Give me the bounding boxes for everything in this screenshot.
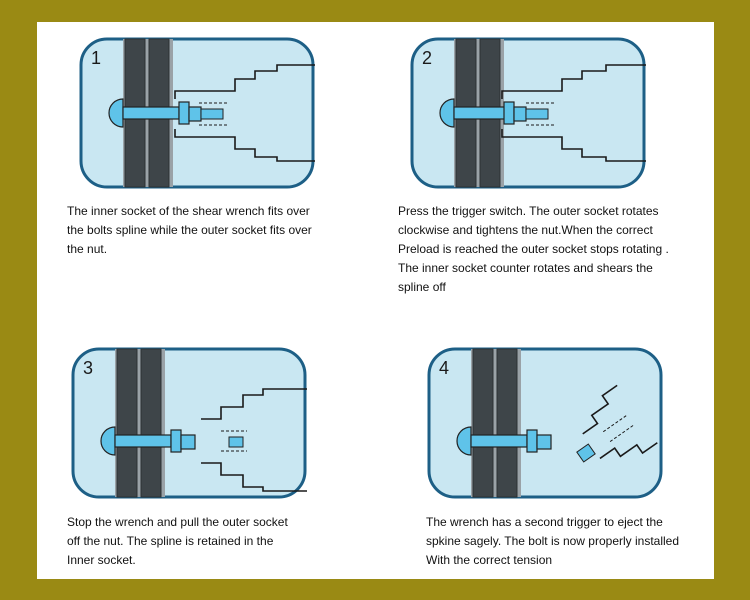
step-2-diagram: 2: [410, 37, 646, 189]
step-3-panel: 3: [71, 347, 307, 499]
caption-line: clockwise and tightens the nut.When the …: [398, 223, 653, 237]
step-1-panel: 1: [79, 37, 315, 189]
caption-line: Stop the wrench and pull the outer socke…: [67, 515, 288, 529]
caption-line: the bolts spline while the outer socket …: [67, 223, 312, 237]
wrench-outline: [201, 388, 307, 492]
step-2-caption: Press the trigger switch. The outer sock…: [398, 202, 669, 297]
step-number: 2: [422, 48, 432, 68]
caption-line: spline off: [398, 280, 446, 294]
caption-line: The wrench has a second trigger to eject…: [426, 515, 663, 529]
bolt-shank: [122, 106, 180, 120]
caption-line: With the correct tension: [426, 553, 553, 567]
caption-line: Inner socket.: [67, 553, 136, 567]
step-3-caption: Stop the wrench and pull the outer socke…: [67, 513, 288, 570]
caption-line: The inner socket counter rotates and she…: [398, 261, 653, 275]
caption-line: The inner socket of the shear wrench fit…: [67, 204, 310, 218]
caption-line: Preload is reached the outer socket stop…: [398, 242, 669, 256]
retained-spline: [228, 436, 244, 448]
step-2-panel: 2: [410, 37, 646, 189]
step-1-diagram: 1: [79, 37, 315, 189]
ejected-spline: [576, 443, 596, 463]
nut: [188, 106, 202, 122]
step-number: 3: [83, 358, 93, 378]
step-4-panel: 4: [427, 347, 663, 499]
step-number: 4: [439, 358, 449, 378]
step-number: 1: [91, 48, 101, 68]
spline: [200, 108, 224, 120]
caption-line: spkine sagely. The bolt is now properly …: [426, 534, 680, 548]
step-1-caption: The inner socket of the shear wrench fit…: [67, 202, 312, 259]
bolt-head: [108, 98, 124, 128]
caption-line: the nut.: [67, 242, 108, 256]
caption-line: off the nut. The spline is retained in t…: [67, 534, 274, 548]
step-4-diagram: 4: [427, 347, 663, 499]
wrench-outline: [582, 384, 658, 460]
wrench-outline: [501, 64, 646, 162]
washer: [178, 101, 190, 125]
step-3-diagram: 3: [71, 347, 307, 499]
instruction-sheet: 1 The inner socket of the shear wrench f…: [37, 22, 714, 579]
wrench-outline: [174, 64, 315, 162]
caption-line: Press the trigger switch. The outer sock…: [398, 204, 659, 218]
step-4-caption: The wrench has a second trigger to eject…: [426, 513, 679, 570]
